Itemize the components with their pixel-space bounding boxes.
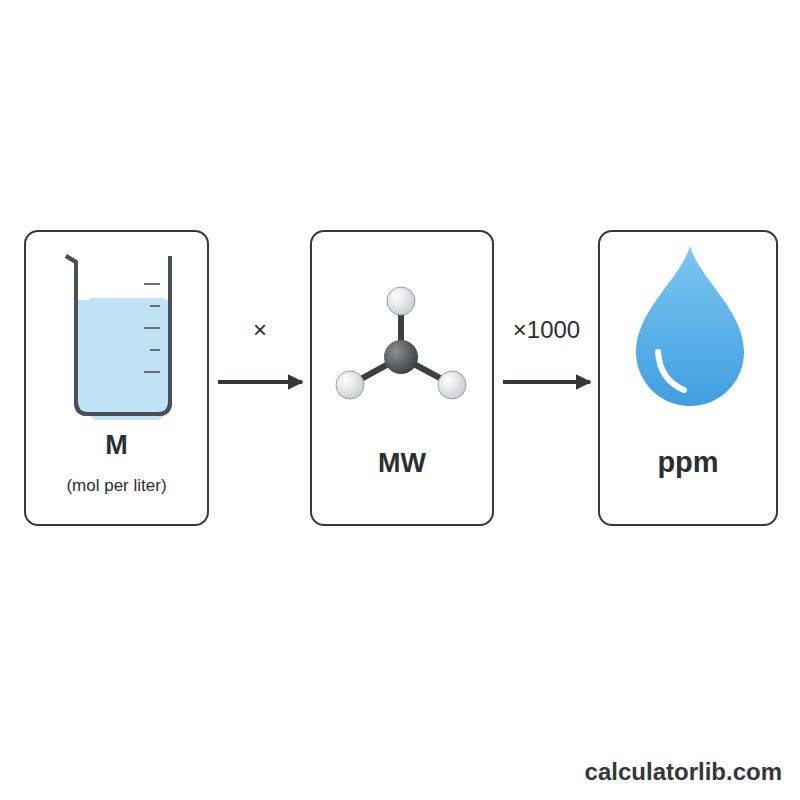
watermark: calculatorlib.com [585,758,782,786]
step-box: M (mol per liter) [24,230,209,526]
step-box: ppm [598,230,778,526]
quantity-label: M [26,430,207,461]
beaker-icon [66,256,170,420]
quantity-label: ppm [600,446,776,479]
operator-label: ×1000 [510,316,583,344]
step-box: MW [310,230,494,526]
arrow-connector [503,380,590,384]
operator-label: × [250,316,270,344]
water-drop-icon [636,246,744,406]
unit-label: (mol per liter) [26,476,207,496]
quantity-label: MW [312,448,492,479]
molecule-icon [336,287,466,399]
arrow-connector [218,380,302,384]
